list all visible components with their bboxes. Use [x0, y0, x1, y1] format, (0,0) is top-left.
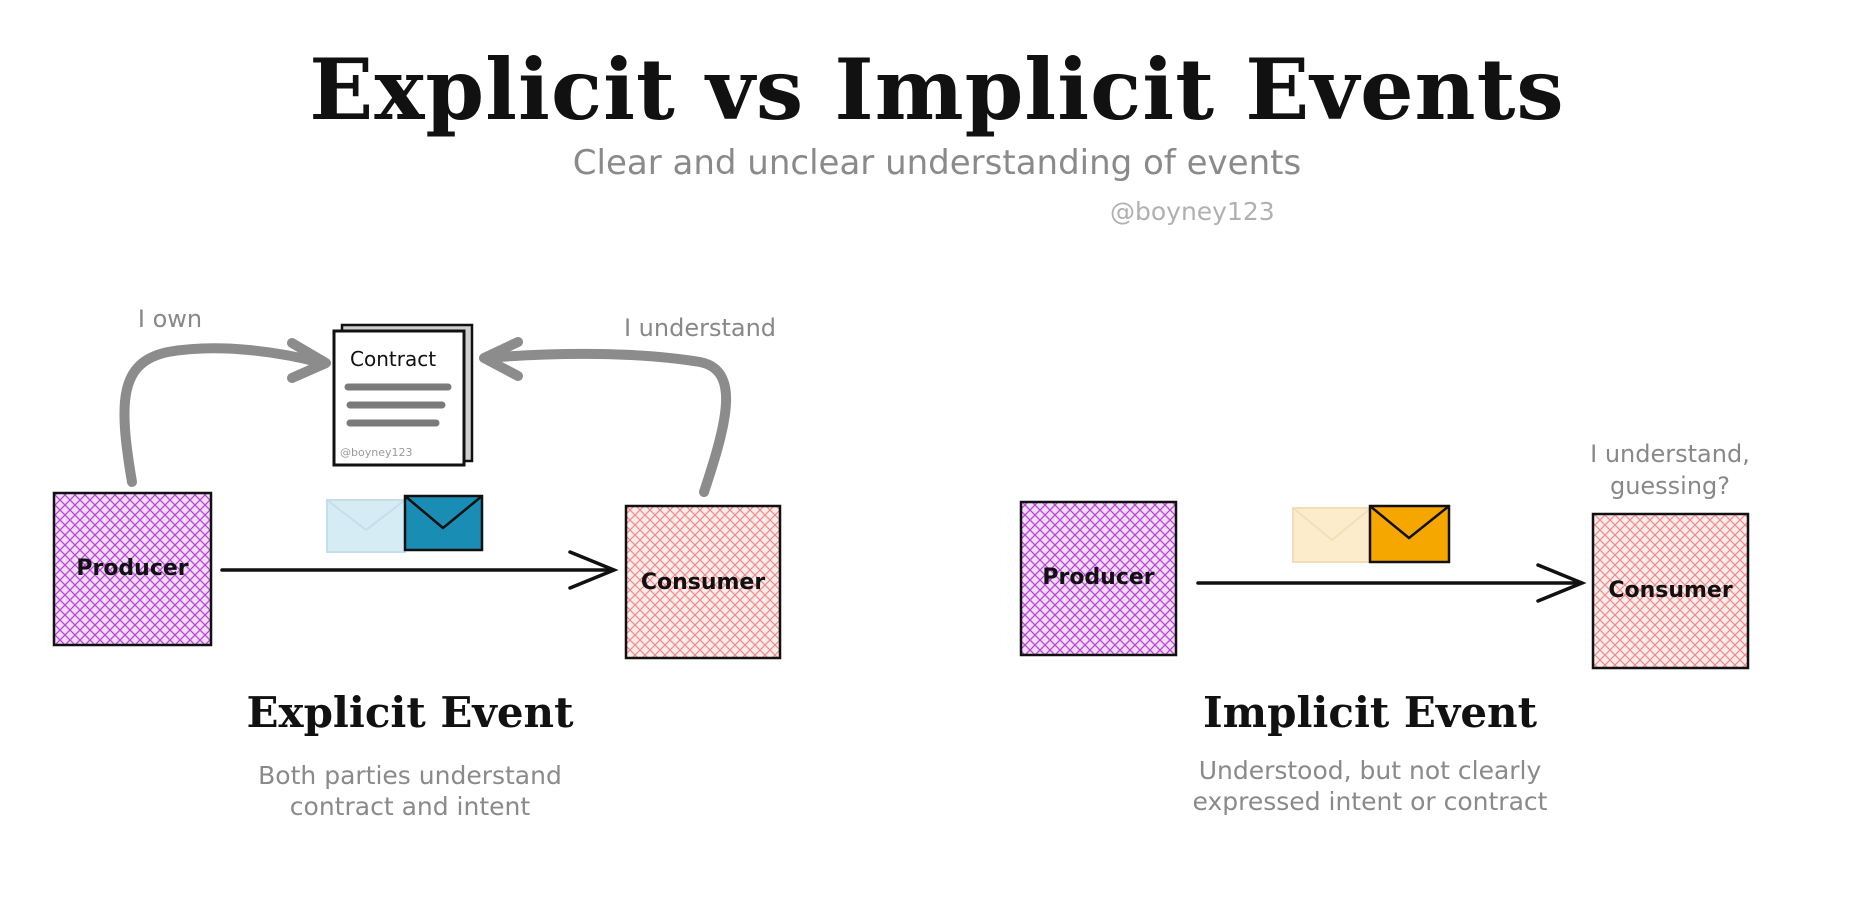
explicit-description-line2: contract and intent — [289, 792, 531, 821]
implicit-producer-label: Producer — [1042, 565, 1155, 590]
explicit-description-line1: Both parties understand — [258, 761, 562, 790]
explicit-consumer-box — [624, 504, 782, 660]
page-subtitle: Clear and unclear understanding of event… — [572, 143, 1302, 183]
explicit-heading: Explicit Event — [246, 688, 574, 737]
owner-note: I own — [137, 305, 203, 333]
explicit-envelope-icon — [403, 494, 484, 552]
implicit-description-line2: expressed intent or contract — [1192, 787, 1548, 816]
explicit-consumer-label: Consumer — [640, 570, 766, 595]
implicit-consumer-label: Consumer — [1608, 578, 1733, 603]
explicit-flow-arrow — [220, 550, 619, 590]
implicit-heading: Implicit Event — [1203, 688, 1537, 737]
implicit-envelope-icon — [1368, 504, 1451, 564]
explicit-description: Both parties understand contract and int… — [210, 760, 610, 822]
contract-label: Contract — [350, 347, 437, 371]
implicit-consumer-note-line1: I understand, — [1590, 440, 1750, 468]
implicit-flow-arrow — [1196, 563, 1587, 603]
implicit-consumer-box — [1591, 512, 1750, 670]
explicit-producer-box — [52, 491, 213, 647]
implicit-description: Understood, but not clearly expressed in… — [1150, 755, 1590, 817]
implicit-envelope-ghost — [1292, 507, 1372, 563]
consumer-understand-note: I understand — [623, 314, 777, 342]
page-title: Explicit vs Implicit Events — [309, 40, 1565, 139]
consumer-understand-arrow — [479, 337, 732, 497]
contract-document-icon — [332, 323, 474, 467]
implicit-description-line1: Understood, but not clearly — [1198, 756, 1542, 785]
author-handle: @boyney123 — [1110, 197, 1275, 226]
owner-arrow — [119, 338, 331, 487]
implicit-producer-box — [1019, 500, 1178, 657]
implicit-consumer-note-line2: guessing? — [1609, 472, 1731, 500]
implicit-consumer-note: I understand, guessing? — [1560, 438, 1780, 502]
explicit-producer-label: Producer — [76, 556, 189, 581]
contract-watermark: @boyney123 — [340, 446, 413, 459]
explicit-envelope-ghost — [326, 499, 406, 553]
